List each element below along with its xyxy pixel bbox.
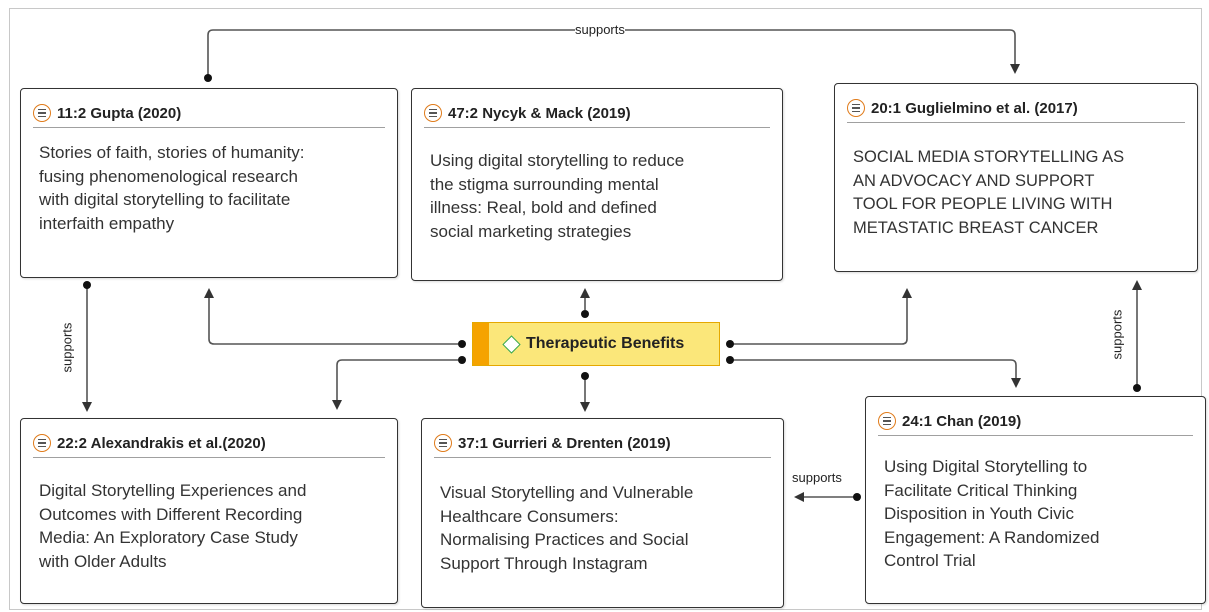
edge-dot: [458, 356, 466, 364]
diamond-code-icon: [502, 334, 521, 354]
edge-dot: [581, 372, 589, 380]
card-text: Visual Storytelling and Vulnerable Healt…: [440, 481, 771, 575]
edge-dot: [204, 74, 212, 82]
card-line: fusing phenomenological research: [39, 166, 298, 186]
card-line: Support Through Instagram: [440, 553, 648, 573]
card-text: SOCIAL MEDIA STORYTELLING AS AN ADVOCACY…: [853, 146, 1185, 240]
card-line: social marketing strategies: [430, 221, 632, 241]
edge-dot: [458, 340, 466, 348]
code-node-therapeutic-benefits[interactable]: Therapeutic Benefits: [472, 322, 720, 366]
card-title: 11:2 Gupta (2020): [57, 104, 182, 122]
quotation-card-guglielmino[interactable]: 20:1 Guglielmino et al. (2017) SOCIAL ME…: [834, 83, 1198, 272]
card-line: Media: An Exploratory Case Study: [39, 528, 298, 547]
node-accent-bar: [473, 323, 489, 365]
card-line: Control Trial: [884, 551, 976, 570]
card-line: METASTATIC BREAST CANCER: [853, 218, 1099, 237]
document-lines-icon: [847, 99, 865, 117]
card-line: interfaith empathy: [39, 213, 175, 233]
card-line: Stories of faith, stories of humanity:: [39, 143, 305, 162]
diagram-frame: [9, 8, 1202, 610]
card-line: Outcomes with Different Recording: [39, 504, 303, 524]
card-line: Facilitate Critical Thinking: [884, 480, 1078, 500]
edge-dot: [853, 493, 861, 501]
card-line: with digital storytelling to facilitate: [39, 190, 291, 209]
card-line: TOOL FOR PEOPLE LIVING WITH: [853, 195, 1113, 213]
card-line: Normalising Practices and Social: [440, 530, 689, 549]
edge-label-right: supports: [1109, 309, 1125, 360]
card-line: the stigma surrounding mental: [430, 174, 659, 194]
card-line: Healthcare Consumers:: [440, 506, 619, 526]
card-title: 24:1 Chan (2019): [902, 412, 1022, 430]
edge-center-chan: [732, 359, 1021, 388]
card-text: Digital Storytelling Experiences and Out…: [39, 479, 385, 573]
edge-center-alexandrakis: [332, 359, 458, 410]
edge-dot: [581, 310, 589, 318]
quotation-card-gurrieri[interactable]: 37:1 Gurrieri & Drenten (2019) Visual St…: [421, 418, 784, 608]
quotation-card-gupta[interactable]: 11:2 Gupta (2020) Stories of faith, stor…: [20, 88, 398, 278]
edge-gupta-guglielmino: [207, 29, 1020, 78]
card-title: 22:2 Alexandrakis et al.(2020): [57, 434, 266, 452]
edge-center-guglielmino: [732, 288, 912, 345]
card-title: 47:2 Nycyk & Mack (2019): [448, 104, 631, 122]
edge-center-gupta: [204, 288, 458, 345]
card-line: Engagement: A Randomized: [884, 527, 1100, 547]
document-lines-icon: [434, 434, 452, 452]
edge-dot: [83, 281, 91, 289]
quotation-card-alexandrakis[interactable]: 22:2 Alexandrakis et al.(2020) Digital S…: [20, 418, 398, 604]
document-lines-icon: [33, 434, 51, 452]
card-line: AN ADVOCACY AND SUPPORT: [853, 171, 1095, 190]
card-line: illness: Real, bold and defined: [430, 198, 657, 217]
edge-label-left: supports: [59, 322, 75, 373]
card-text: Using Digital Storytelling to Facilitate…: [884, 455, 1193, 573]
edge-dot: [726, 340, 734, 348]
card-line: with Older Adults: [39, 551, 167, 571]
card-title: 37:1 Gurrieri & Drenten (2019): [458, 434, 671, 452]
card-line: SOCIAL MEDIA STORYTELLING AS: [853, 148, 1125, 166]
document-lines-icon: [878, 412, 896, 430]
quotation-card-chan[interactable]: 24:1 Chan (2019) Using Digital Storytell…: [865, 396, 1206, 604]
edge-dot: [1133, 384, 1141, 392]
edge-dot: [726, 356, 734, 364]
card-line: Disposition in Youth Civic: [884, 504, 1074, 523]
card-line: Digital Storytelling Experiences and: [39, 481, 307, 500]
card-line: Visual Storytelling and Vulnerable: [440, 483, 694, 502]
card-title: 20:1 Guglielmino et al. (2017): [871, 99, 1078, 117]
edge-label-bottom: supports: [792, 470, 842, 485]
document-lines-icon: [424, 104, 442, 122]
quotation-card-nycyk[interactable]: 47:2 Nycyk & Mack (2019) Using digital s…: [411, 88, 783, 281]
card-text: Using digital storytelling to reduce the…: [430, 149, 770, 243]
card-line: Using Digital Storytelling to: [884, 457, 1088, 476]
card-line: Using digital storytelling to reduce: [430, 151, 685, 170]
document-lines-icon: [33, 104, 51, 122]
edge-label-top: supports: [575, 22, 625, 37]
card-text: Stories of faith, stories of humanity: f…: [39, 141, 385, 235]
code-node-label: Therapeutic Benefits: [526, 335, 685, 352]
